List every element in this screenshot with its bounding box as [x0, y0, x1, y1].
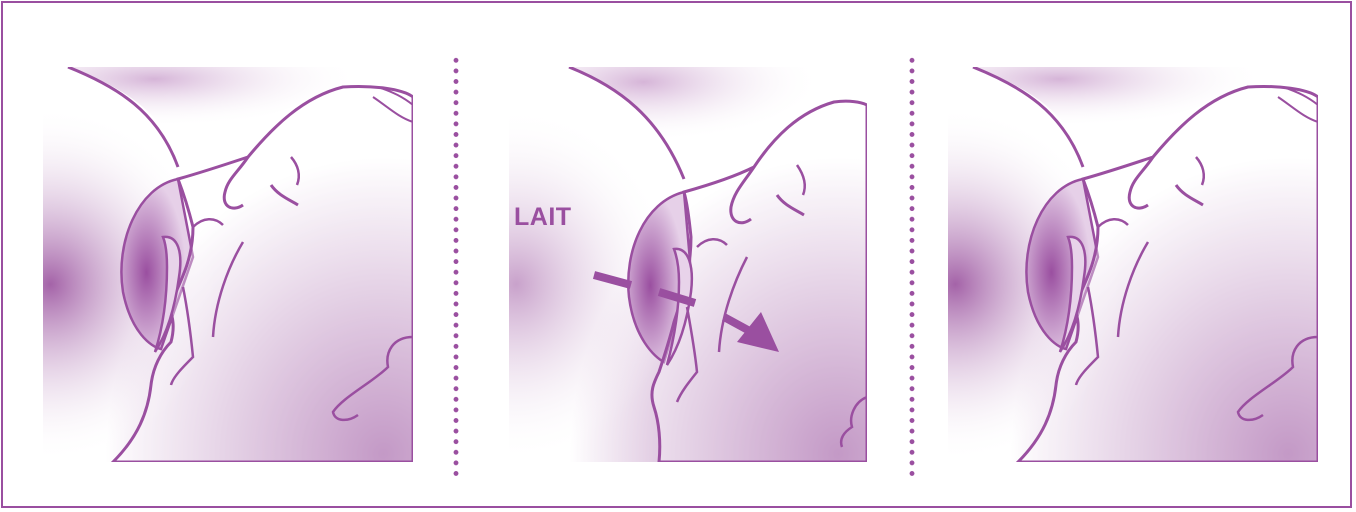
milk-label: LAIT — [514, 203, 572, 232]
dotted-divider — [909, 55, 915, 479]
panel-1-illustration — [43, 67, 413, 462]
breastfeeding-illustration-3 — [948, 67, 1318, 462]
panel-3-illustration — [948, 67, 1318, 462]
dotted-divider — [453, 55, 459, 479]
breastfeeding-illustration-2 — [509, 67, 867, 462]
panel-2-illustration: LAIT — [509, 67, 867, 462]
breastfeeding-illustration-1 — [43, 67, 413, 462]
